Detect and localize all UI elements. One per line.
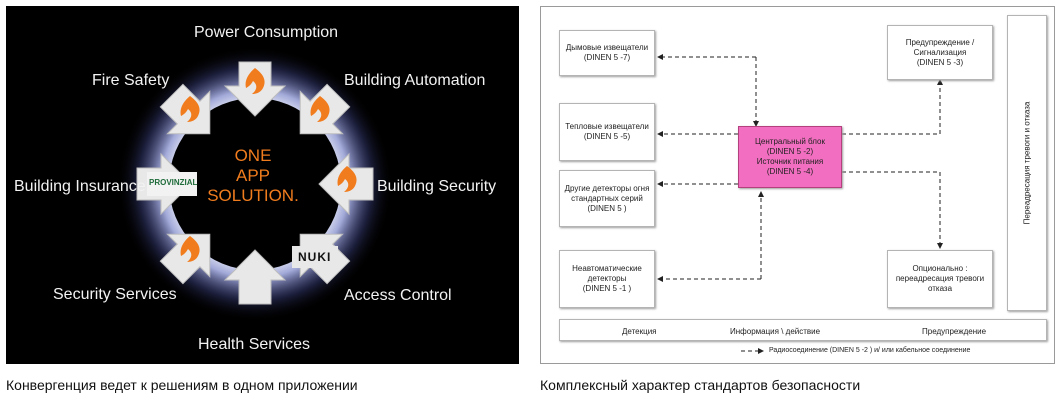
- label-health-services: Health Services: [198, 336, 311, 353]
- box-other-detectors: Другие детекторы огня стандартных серий …: [559, 170, 655, 227]
- box-smoke-standard: (DINEN 5 -7): [583, 53, 631, 62]
- label-access-control: Access Control: [344, 287, 452, 304]
- nuki-logo: NUKI: [298, 250, 332, 264]
- bottom-stage-bar: Детекция Информация \ действие Предупреж…: [559, 319, 1047, 341]
- box-optional-end: отказа: [927, 284, 953, 293]
- box-manual-subtitle: детекторы: [587, 274, 627, 283]
- center-line-3: SOLUTION.: [207, 186, 299, 205]
- caption-left: Конвергенция ведет к решениям в одном пр…: [6, 377, 358, 393]
- stage-detection: Детекция: [622, 327, 657, 336]
- stage-warning: Предупреждение: [922, 327, 987, 336]
- alarm-forwarding-label: Переадресация тревоги и отказа: [1022, 101, 1032, 225]
- caption-right: Комплексный характер стандартов безопасн…: [540, 377, 861, 393]
- box-warning: Предупреждение / Сигнализация (DINEN 5 -…: [887, 25, 993, 80]
- label-building-insurance: Building Insurance: [14, 178, 146, 195]
- box-smoke-detectors: Дымовые извещатели (DINEN 5 -7): [559, 30, 655, 76]
- nuki-logo-plate: [292, 246, 338, 268]
- box-warning-subtitle: Сигнализация: [913, 47, 967, 57]
- box-heat-title: Тепловые извещатели: [565, 122, 649, 131]
- box-central-unit: Центральный блок (DINEN 5 -2) Источник п…: [738, 126, 842, 188]
- convergence-diagram: Power Consumption Building Automation Bu…: [6, 6, 519, 364]
- box-heat-standard: (DINEN 5 -5): [583, 132, 631, 141]
- box-warning-standard: (DINEN 5 -3): [916, 57, 964, 67]
- box-other-standard: (DINEN 5 ): [587, 203, 627, 213]
- center-line-2: APP: [235, 166, 271, 185]
- box-warning-title: Предупреждение /: [905, 37, 975, 47]
- box-manual-standard: (DINEN 5 -1 ): [582, 284, 632, 293]
- box-central-standard-2: (DINEN 5 -4): [766, 167, 814, 176]
- box-manual-title: Неавтоматические: [572, 264, 642, 273]
- label-fire-safety: Fire Safety: [92, 72, 170, 89]
- box-smoke-title: Дымовые извещатели: [565, 43, 649, 52]
- box-manual-detectors: Неавтоматические детекторы (DINEN 5 -1 ): [559, 250, 655, 308]
- stage-information-action: Информация \ действие: [730, 327, 821, 336]
- standards-diagram: Дымовые извещатели (DINEN 5 -7) Тепловые…: [540, 6, 1055, 364]
- center-slogan: ONE APP SOLUTION.: [178, 146, 328, 206]
- center-disc: [169, 98, 341, 270]
- box-central-title: Центральный блок: [755, 137, 825, 146]
- label-security-services: Security Services: [53, 286, 177, 303]
- box-alarm-forwarding: Переадресация тревоги и отказа: [1007, 15, 1047, 311]
- box-optional-title: Опционально :: [912, 264, 968, 273]
- provinzial-logo: PROVINZIAL: [149, 178, 198, 187]
- box-heat-detectors: Тепловые извещатели (DINEN 5 -5): [559, 103, 655, 161]
- label-power-consumption: Power Consumption: [194, 24, 339, 41]
- center-line-1: ONE: [234, 146, 272, 165]
- box-central-power: Источник питания: [756, 157, 824, 166]
- box-optional-subtitle: переадресация тревоги: [895, 274, 985, 283]
- label-building-automation: Building Automation: [344, 72, 486, 89]
- connector-lines: [657, 54, 943, 354]
- legend-text: Радиосоединение (DINEN 5 -2 ) и/ или каб…: [769, 347, 971, 354]
- box-optional: Опционально : переадресация тревоги отка…: [887, 250, 993, 308]
- box-other-subtitle: стандартных серий: [571, 193, 643, 203]
- convergence-graphic: [117, 46, 393, 322]
- label-building-security: Building Security: [377, 178, 497, 195]
- box-central-standard-1: (DINEN 5 -2): [766, 147, 814, 156]
- box-other-title: Другие детекторы огня: [564, 183, 650, 193]
- provinzial-logo-plate: [147, 172, 197, 196]
